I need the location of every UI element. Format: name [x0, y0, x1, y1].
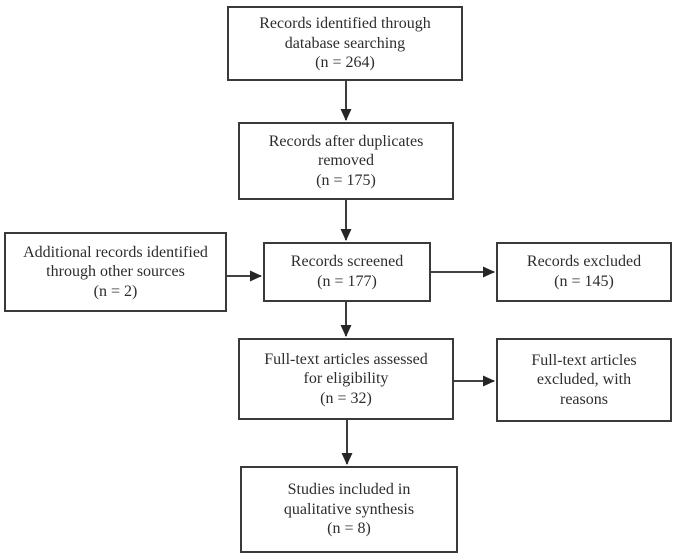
box-records-excluded: Records excluded (n = 145) [496, 242, 672, 302]
box-records-excluded-label: Records excluded (n = 145) [526, 253, 642, 290]
box-duplicates-removed-label: Records after duplicates removed (n = 17… [268, 132, 424, 189]
box-records-identified: Records identified through database sear… [227, 6, 463, 81]
box-additional-records-label: Additional records identified through ot… [23, 243, 208, 300]
box-fulltext-assessed-label: Full-text articles assessed for eligibil… [264, 350, 428, 407]
box-fulltext-excluded: Full-text articles excluded, with reason… [496, 338, 672, 422]
box-studies-included-label: Studies included in qualitative synthesi… [283, 481, 415, 538]
box-fulltext-excluded-label: Full-text articles excluded, with reason… [531, 351, 637, 408]
box-additional-records: Additional records identified through ot… [4, 232, 227, 312]
box-records-screened: Records screened (n = 177) [263, 242, 431, 302]
box-records-screened-label: Records screened (n = 177) [290, 253, 404, 290]
box-studies-included: Studies included in qualitative synthesi… [240, 466, 458, 553]
box-records-identified-label: Records identified through database sear… [259, 15, 431, 72]
box-duplicates-removed: Records after duplicates removed (n = 17… [238, 122, 454, 200]
box-fulltext-assessed: Full-text articles assessed for eligibil… [238, 338, 454, 420]
